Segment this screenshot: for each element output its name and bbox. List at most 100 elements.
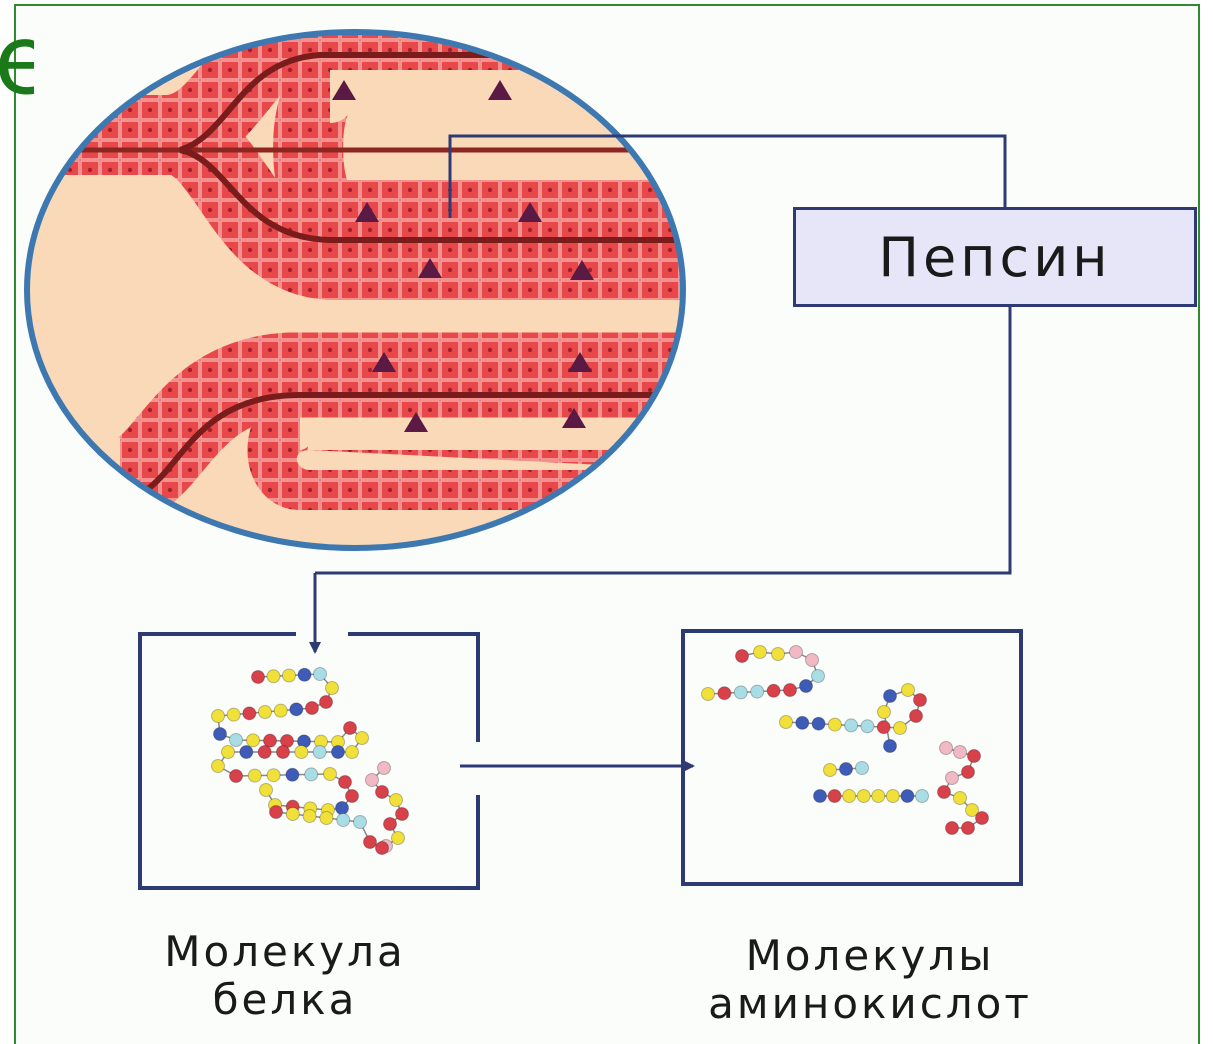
amino-acid-bead: [306, 702, 319, 715]
amino-acid-bead: [884, 740, 897, 753]
amino-acid-bead: [344, 722, 357, 735]
amino-acid-bead: [886, 790, 899, 803]
amino-acid-bead: [332, 746, 345, 759]
amino-acid-bead: [800, 680, 813, 693]
amino-acid-bead: [968, 750, 981, 763]
pepsin-box: Пепсин: [793, 207, 1197, 307]
amino-acid-bead: [305, 768, 318, 781]
amino-acid-bead: [954, 746, 967, 759]
amino-acid-bead: [946, 772, 959, 785]
amino-acid-bead: [845, 719, 858, 732]
amino-acid-bead: [910, 710, 923, 723]
amino-acid-bead: [784, 684, 797, 697]
amino-acid-bead: [392, 832, 405, 845]
amino-acid-bead: [877, 721, 890, 734]
amino-acid-chains: [702, 646, 989, 835]
amino-acid-bead: [286, 768, 299, 781]
amino-acid-bead: [267, 670, 280, 683]
tissue-magnifier: [20, 30, 700, 548]
amino-acid-bead: [872, 790, 885, 803]
protein-molecule-label: Молекула белка: [110, 928, 460, 1025]
protein-label-line2: белка: [110, 976, 460, 1024]
amino-acid-bead: [856, 762, 869, 775]
amino-acid-bead: [914, 694, 927, 707]
amino-acid-bead: [277, 746, 290, 759]
amino-acid-bead: [861, 720, 874, 733]
amino-acid-bead: [884, 690, 897, 703]
amino-acid-bead: [356, 732, 369, 745]
amino-acid-bead: [954, 792, 967, 805]
amino-acid-bead: [283, 669, 296, 682]
amino-acid-bead: [962, 822, 975, 835]
amino-acid-bead: [214, 728, 227, 741]
amino-acid-bead: [396, 808, 409, 821]
amino-acid-bead: [376, 842, 389, 855]
amino-acid-bead: [274, 704, 287, 717]
amino-acid-bead: [751, 685, 764, 698]
amino-acid-bead: [222, 746, 235, 759]
amino-acid-bead: [814, 790, 827, 803]
amino-label-line2: аминокислот: [650, 980, 1090, 1028]
amino-acid-bead: [894, 722, 907, 735]
amino-acid-bead: [324, 768, 337, 781]
amino-acid-bead: [812, 717, 825, 730]
amino-acid-bead: [346, 746, 359, 759]
amino-acid-bead: [734, 686, 747, 699]
amino-acid-bead: [843, 790, 856, 803]
amino-acid-bead: [916, 790, 929, 803]
amino-acid-bead: [286, 808, 299, 821]
amino-acid-bead: [313, 746, 326, 759]
amino-acid-bead: [940, 742, 953, 755]
amino-acid-bead: [247, 734, 260, 747]
amino-acid-bead: [962, 766, 975, 779]
amino-acid-bead: [295, 746, 308, 759]
amino-acid-bead: [902, 684, 915, 697]
amino-acid-bead: [339, 776, 352, 789]
amino-acid-bead: [212, 760, 225, 773]
amino-acid-bead: [938, 786, 951, 799]
amino-acid-bead: [258, 746, 271, 759]
protein-chain: [212, 668, 409, 855]
protein-label-line1: Молекула: [110, 928, 460, 976]
amino-acid-bead: [754, 646, 767, 659]
amino-label-line1: Молекулы: [650, 932, 1090, 980]
amino-acid-bead: [326, 682, 339, 695]
amino-acid-bead: [772, 648, 785, 661]
amino-acid-bead: [901, 790, 914, 803]
amino-acid-bead: [736, 650, 749, 663]
amino-acid-bead: [240, 746, 253, 759]
amino-acid-bead: [298, 668, 311, 681]
amino-acid-bead: [812, 670, 825, 683]
amino-acid-bead: [824, 764, 837, 777]
pepsin-label: Пепсин: [878, 226, 1111, 289]
amino-acid-bead: [767, 684, 780, 697]
amino-acid-bead: [796, 716, 809, 729]
amino-acid-bead: [780, 716, 793, 729]
amino-acid-bead: [702, 688, 715, 701]
amino-acid-bead: [267, 769, 280, 782]
amino-acid-bead: [259, 706, 272, 719]
amino-acid-bead: [243, 707, 256, 720]
amino-acid-bead: [857, 790, 870, 803]
amino-acid-bead: [230, 734, 243, 747]
amino-acid-bead: [828, 718, 841, 731]
amino-acid-bead: [366, 774, 379, 787]
amino-acid-bead: [976, 812, 989, 825]
amino-acid-bead: [320, 696, 333, 709]
amino-acid-bead: [378, 762, 391, 775]
amino-acid-bead: [346, 790, 359, 803]
amino-acid-bead: [354, 816, 367, 829]
amino-acid-bead: [290, 703, 303, 716]
amino-acid-bead: [320, 812, 333, 825]
amino-acid-bead: [337, 814, 350, 827]
amino-acid-bead: [376, 786, 389, 799]
amino-acid-bead: [384, 818, 397, 831]
amino-acid-bead: [303, 810, 316, 823]
amino-acid-bead: [946, 822, 959, 835]
amino-acid-bead: [270, 806, 283, 819]
amino-acid-bead: [718, 687, 731, 700]
amino-acid-bead: [227, 708, 240, 721]
amino-acid-bead: [390, 794, 403, 807]
amino-acid-bead: [260, 784, 273, 797]
